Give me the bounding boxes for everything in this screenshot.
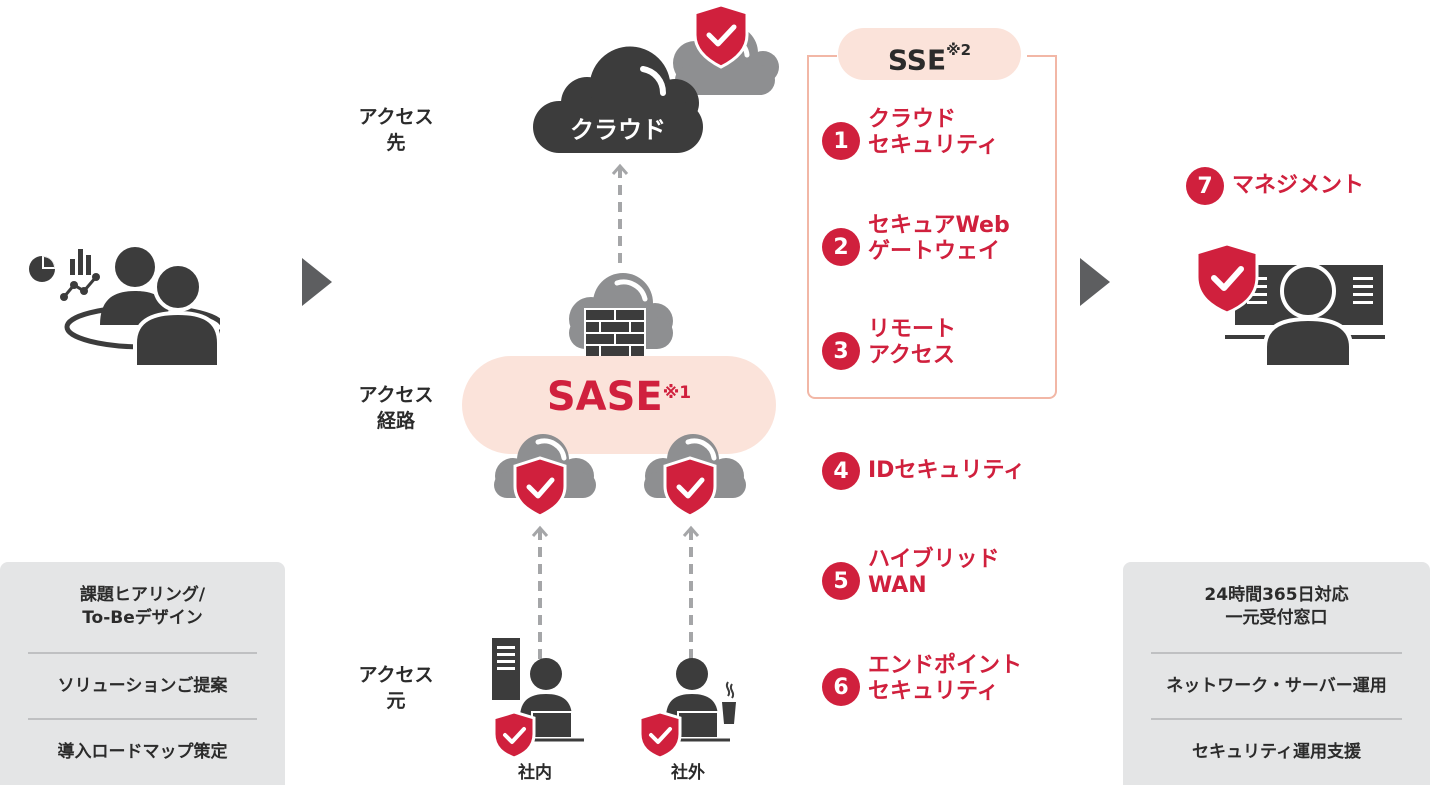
service-endpoint-security: 6 エンドポイント セキュリティ xyxy=(822,652,1022,706)
connection-arrow xyxy=(682,525,700,660)
service-remote-access: 3 リモート アクセス xyxy=(822,316,956,370)
sase-label: SASE※1 xyxy=(462,372,776,422)
divider xyxy=(1151,718,1402,720)
shield-check-icon xyxy=(492,710,536,760)
sse-note: ※2 xyxy=(946,41,972,59)
shield-check-icon xyxy=(1195,243,1259,315)
sse-box-top-right xyxy=(1027,55,1057,57)
remote-worker-icon xyxy=(638,658,736,760)
service-label: マネジメント xyxy=(1232,173,1365,198)
access-route-label: アクセス 経路 xyxy=(358,384,434,432)
arrow-right-icon xyxy=(1080,258,1110,306)
divider xyxy=(28,652,257,654)
internal-user-label: 社内 xyxy=(518,763,552,783)
office-worker-icon xyxy=(492,638,584,760)
cloud-icon xyxy=(494,434,746,517)
divider xyxy=(28,718,257,720)
consulting-panel: 課題ヒアリング/ To-Beデザイン ソリューションご提案 導入ロードマップ策定 xyxy=(0,562,285,785)
shield-check-icon xyxy=(513,456,567,517)
service-hybrid-wan: 5 ハイブリッド WAN xyxy=(822,546,1000,600)
service-number: 6 xyxy=(822,668,860,706)
panel-item: ネットワーク・サーバー運用 xyxy=(1166,675,1387,696)
sase-pill xyxy=(462,356,776,454)
sse-box-top-left xyxy=(807,55,837,57)
service-number: 5 xyxy=(822,562,860,600)
service-number: 1 xyxy=(822,122,860,160)
service-number: 7 xyxy=(1186,167,1224,205)
access-source-label: アクセス 元 xyxy=(358,664,434,712)
consulting-person-icon xyxy=(29,247,220,369)
panel-item: 導入ロードマップ策定 xyxy=(57,741,228,762)
service-label: IDセキュリティ xyxy=(868,458,1026,483)
connection-arrow xyxy=(531,525,549,660)
shield-check-icon xyxy=(663,456,717,517)
service-number: 3 xyxy=(822,332,860,370)
divider xyxy=(1151,652,1402,654)
sse-box xyxy=(807,55,1057,399)
sse-pill: SSE※2 xyxy=(838,28,1021,80)
connection-arrow xyxy=(611,163,629,268)
panel-item: ソリューションご提案 xyxy=(57,675,228,696)
service-label: クラウド セキュリティ xyxy=(868,107,999,158)
sse-text: SSE xyxy=(887,43,947,77)
arrow-right-icon xyxy=(302,258,332,306)
service-id-security: 4 IDセキュリティ xyxy=(822,452,1025,490)
panel-item: 24時間365日対応 一元受付窓口 xyxy=(1204,585,1349,628)
firewall-icon xyxy=(569,273,673,358)
service-label: セキュアWeb ゲートウェイ xyxy=(868,213,1010,264)
panel-item: セキュリティ運用支援 xyxy=(1192,741,1361,762)
panel-item: 課題ヒアリング/ To-Beデザイン xyxy=(79,585,206,628)
access-destination-label: アクセス 先 xyxy=(358,106,434,154)
monitoring-operator-icon xyxy=(1195,243,1385,368)
sase-note: ※1 xyxy=(662,383,692,403)
cloud-label: クラウド xyxy=(570,116,666,144)
service-label: エンドポイント セキュリティ xyxy=(868,653,1023,704)
service-number: 2 xyxy=(822,228,860,266)
operations-panel: 24時間365日対応 一元受付窓口 ネットワーク・サーバー運用 セキュリティ運用… xyxy=(1123,562,1430,785)
shield-check-icon xyxy=(693,5,749,69)
external-user-label: 社外 xyxy=(671,763,705,783)
service-management: 7 マネジメント xyxy=(1186,167,1364,205)
shield-check-icon xyxy=(638,710,682,760)
service-label: リモート アクセス xyxy=(868,317,957,368)
cloud-icon xyxy=(533,5,779,153)
service-secure-web-gateway: 2 セキュアWeb ゲートウェイ xyxy=(822,212,1010,266)
service-number: 4 xyxy=(822,452,860,490)
service-cloud-security: 1 クラウド セキュリティ xyxy=(822,106,999,160)
sase-text: SASE xyxy=(546,374,663,420)
service-label: ハイブリッド WAN xyxy=(868,547,1000,598)
